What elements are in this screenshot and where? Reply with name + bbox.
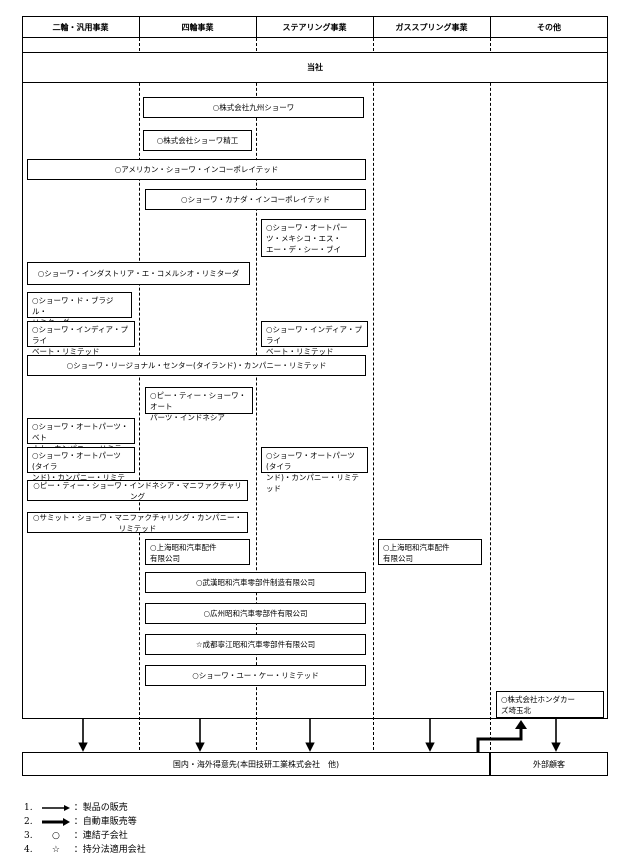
subsidiary-showa-india-steering: ○ショーワ・インディア・プライ ベート・リミテッド	[261, 321, 368, 356]
subsidiary-summit-showa: ○サミット・ショーワ・マニファクチャリング・カンパニー・リミテッド	[27, 512, 248, 533]
column-header-row	[22, 16, 608, 38]
legend-bold-arrow-icon	[41, 817, 70, 826]
affiliate-chengdu-ningjiang-showa: ☆成都寧江昭和汽車零部件有限公司	[145, 634, 366, 655]
column-header-steering: ステアリング事業	[282, 22, 347, 32]
group-frame	[22, 38, 608, 719]
subsidiary-american-showa: ○アメリカン・ショーワ・インコーポレイテッド	[27, 159, 366, 180]
subsidiary-showa-india-motorcycle: ○ショーワ・インディア・プライ ベート・リミテッド	[27, 321, 135, 356]
vehicle-sales-bold-arrow	[476, 727, 523, 752]
subsidiary-showa-mexico: ○ショーワ・オートパー ツ・メキシコ・エス・ エー・デ・シー・ブイ	[261, 219, 366, 257]
column-header-other: その他	[537, 22, 561, 32]
subsidiary-showa-seiko: ○株式会社ショーワ精工	[143, 130, 252, 151]
customers-domestic-overseas-box: 国内・海外得意先(本田技研工業株式会社 他)	[22, 752, 490, 776]
legend-item-3: 3. ○ ：連結子会社	[24, 831, 128, 841]
subsidiary-wuhan-showa: ○武漢昭和汽車零部件制造有限公司	[145, 572, 366, 593]
column-guide-1	[139, 38, 140, 755]
legend-star-symbol: ☆	[51, 845, 60, 855]
subsidiary-showa-regional-center-thailand: ○ショーワ・リージョナル・センター(タイランド)・カンパニー・リミテッド	[27, 355, 366, 376]
column-guide-2	[256, 38, 257, 755]
vehicle-sales-bold-arrowhead	[515, 720, 527, 729]
customers-external-box: 外部顧客	[490, 752, 608, 776]
header-divider-4	[490, 16, 491, 38]
subsidiary-showa-uk: ○ショーワ・ユー・ケー・リミテッド	[145, 665, 366, 686]
header-divider-3	[373, 16, 374, 38]
subsidiary-kyushu-showa: ○株式会社九州ショーワ	[143, 97, 364, 118]
column-header-automobile: 四輪事業	[181, 22, 214, 32]
column-header-gas-spring: ガススプリング事業	[395, 22, 468, 32]
column-header-motorcycle: 二輪・汎用事業	[52, 22, 109, 32]
subsidiary-pt-showa-autoparts-indonesia: ○ピー・ティー・ショーワ・オート パーツ・インドネシア	[145, 387, 253, 422]
subsidiary-shanghai-showa-gas-spring: ○上海昭和汽車配件 有限公司	[378, 539, 482, 565]
parent-company-box: 当社	[22, 52, 608, 83]
legend-item-1: 1. ：製品の販売	[24, 803, 128, 813]
subsidiary-showa-autoparts-thailand-steering: ○ショーワ・オートパーツ(タイラ ンド)・カンパニー・リミテッド	[261, 447, 368, 493]
legend-circle-symbol: ○	[51, 831, 60, 841]
subsidiary-showa-industria-brasil: ○ショーワ・インダストリア・エ・コメルシオ・リミターダ	[27, 262, 250, 285]
header-divider-1	[139, 16, 140, 38]
subsidiary-showa-canada: ○ショーワ・カナダ・インコーポレイテッド	[145, 189, 366, 210]
header-divider-2	[256, 16, 257, 38]
subsidiary-pt-showa-indonesia-mfg: ○ピー・ティー・ショーワ・インドネシア・マニファクチャリング	[27, 480, 248, 501]
legend-item-4: 4. ☆ ：持分法適用会社	[24, 845, 146, 855]
subsidiary-shanghai-showa-automobile: ○上海昭和汽車配件 有限公司	[145, 539, 250, 565]
subsidiary-guangzhou-showa: ○広州昭和汽車零部件有限公司	[145, 603, 366, 624]
column-guide-4	[490, 38, 491, 755]
subsidiary-honda-cars-saitama-kita: ○株式会社ホンダカー ズ埼玉北	[496, 691, 604, 718]
subsidiary-showa-autoparts-thailand-motorcycle: ○ショーワ・オートパーツ(タイラ ンド)・カンパニー・リミテッド	[27, 447, 135, 493]
column-guide-3	[373, 38, 374, 755]
legend-thin-arrow-icon	[41, 804, 70, 811]
legend-item-2: 2. ：自動車販売等	[24, 817, 137, 827]
